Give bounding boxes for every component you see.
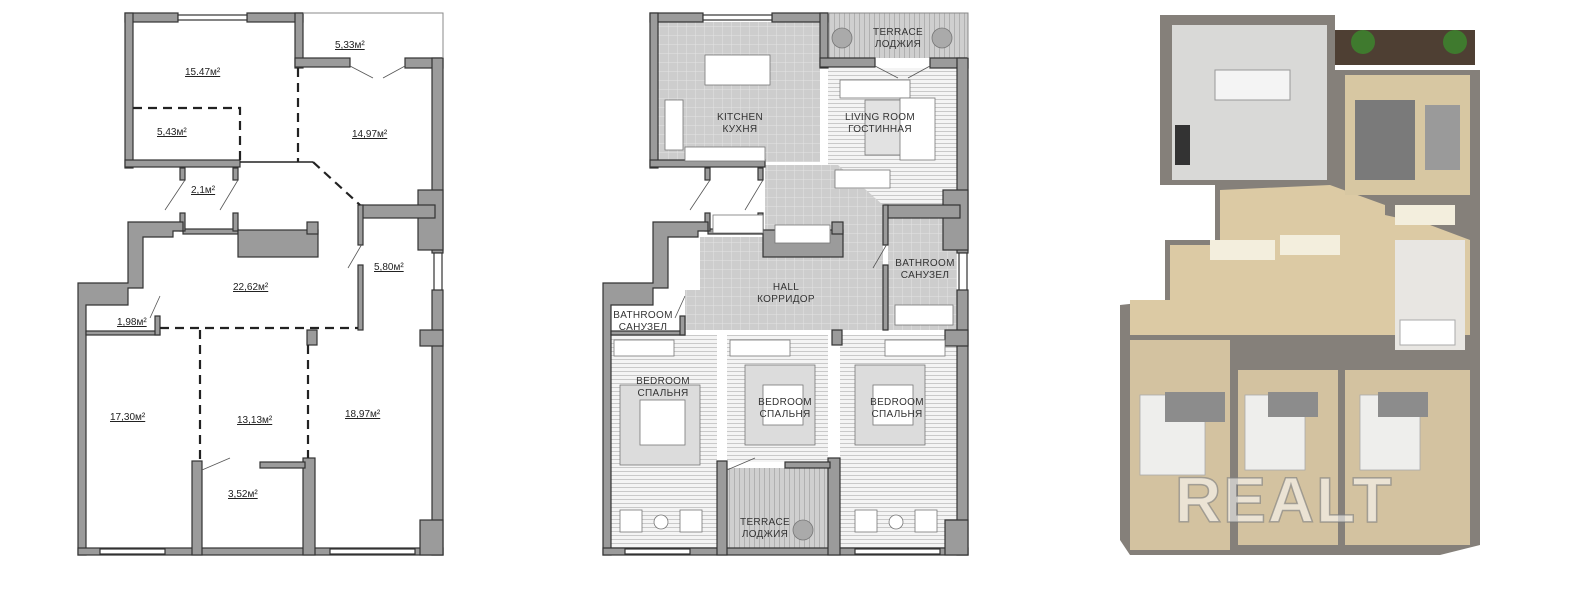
area-label: 17,30м² bbox=[110, 412, 146, 423]
area-label: 5,80м² bbox=[374, 262, 404, 273]
room-label-bedroom: BEDROOM bbox=[636, 376, 690, 387]
area-label: 14,97м² bbox=[352, 129, 388, 140]
room-label-living: LIVING ROOM bbox=[845, 112, 915, 123]
room-label-kitchen-ru: КУХНЯ bbox=[723, 124, 758, 135]
room-label-kitchen: KITCHEN bbox=[717, 112, 763, 123]
area-label: 1,98м² bbox=[117, 317, 147, 328]
kitchen-floor bbox=[658, 22, 820, 162]
room-label-hall: HALL bbox=[773, 282, 799, 293]
watermark: REALT bbox=[1175, 464, 1394, 536]
area-label: 5,33м² bbox=[335, 40, 365, 51]
room-label-hall-ru: КОРРИДОР bbox=[757, 294, 815, 305]
area-label: 22,62м² bbox=[233, 282, 269, 293]
area-label: 13,13м² bbox=[237, 415, 273, 426]
area-label: 3,52м² bbox=[228, 489, 258, 500]
room-label-bedroom-ru: СПАЛЬНЯ bbox=[638, 388, 689, 399]
room-label-bedroom-ru: СПАЛЬНЯ bbox=[760, 409, 811, 420]
plan-dimensions: 15.47м² 5,33м² 5,43м² 14,97м² 2,1м² 22,6… bbox=[77, 12, 444, 556]
room-label-bathroom-ru: САНУЗЕЛ bbox=[901, 270, 949, 281]
hall-floor bbox=[685, 165, 883, 330]
area-label: 5,43м² bbox=[157, 127, 187, 138]
room-label-bathroom: BATHROOM bbox=[895, 258, 954, 269]
kitchen-3d bbox=[1172, 25, 1327, 180]
area-label: 2,1м² bbox=[191, 185, 216, 196]
room-label-terrace-ru: ЛОДЖИЯ bbox=[875, 39, 921, 50]
room-label-living-ru: ГОСТИННАЯ bbox=[848, 124, 912, 135]
room-label-bedroom: BEDROOM bbox=[870, 397, 924, 408]
room-label-terrace: TERRACE bbox=[873, 27, 923, 38]
room-label-terrace: TERRACE bbox=[740, 517, 790, 528]
room-label-bathroom: BATHROOM bbox=[613, 310, 672, 321]
plan-furnished: TERRACE ЛОДЖИЯ KITCHEN КУХНЯ LIVING ROOM… bbox=[602, 12, 969, 556]
furniture bbox=[613, 27, 954, 541]
area-label: 15.47м² bbox=[185, 67, 221, 78]
room-label-terrace-ru: ЛОДЖИЯ bbox=[742, 529, 788, 540]
room-label-bedroom-ru: СПАЛЬНЯ bbox=[872, 409, 923, 420]
room-label-bathroom-ru: САНУЗЕЛ bbox=[619, 322, 667, 333]
room-labels: TERRACE ЛОДЖИЯ KITCHEN КУХНЯ LIVING ROOM… bbox=[613, 27, 954, 540]
area-label: 18,97м² bbox=[345, 409, 381, 420]
plan-3d-render: REALT bbox=[1120, 15, 1480, 555]
room-label-bedroom: BEDROOM bbox=[758, 397, 812, 408]
